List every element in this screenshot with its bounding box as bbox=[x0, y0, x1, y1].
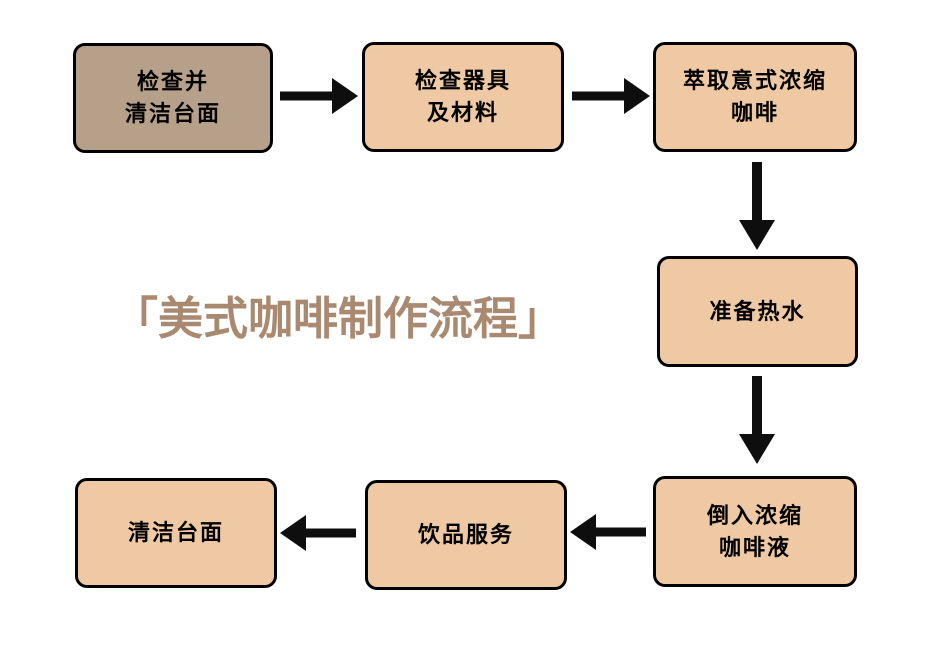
flow-node-step-3: 萃取意式浓缩 咖啡 bbox=[653, 42, 857, 152]
arrow-down-icon bbox=[738, 160, 776, 252]
diagram-title: 「美式咖啡制作流程」 bbox=[112, 294, 563, 344]
flow-node-step-7: 清洁台面 bbox=[75, 478, 277, 588]
arrow-left-icon bbox=[570, 511, 648, 553]
flow-node-label: 检查并 清洁台面 bbox=[124, 69, 221, 126]
flow-node-label: 准备热水 bbox=[709, 298, 806, 324]
arrow-left-icon bbox=[280, 512, 358, 554]
flow-node-label: 萃取意式浓缩 咖啡 bbox=[682, 68, 827, 125]
flow-node-step-2: 检查器具 及材料 bbox=[362, 42, 564, 152]
flow-node-label: 清洁台面 bbox=[127, 520, 224, 546]
flow-node-label: 检查器具 及材料 bbox=[414, 68, 511, 125]
flow-node-step-4: 准备热水 bbox=[657, 256, 858, 367]
flow-node-step-5: 倒入浓缩 咖啡液 bbox=[653, 476, 857, 587]
arrow-right-icon bbox=[570, 77, 650, 115]
flow-node-step-6: 饮品服务 bbox=[365, 480, 567, 590]
flow-node-step-1: 检查并 清洁台面 bbox=[73, 43, 273, 153]
flow-node-label: 饮品服务 bbox=[417, 522, 514, 548]
arrow-right-icon bbox=[278, 77, 358, 115]
flow-node-label: 倒入浓缩 咖啡液 bbox=[706, 502, 803, 560]
arrow-down-icon bbox=[738, 374, 776, 466]
